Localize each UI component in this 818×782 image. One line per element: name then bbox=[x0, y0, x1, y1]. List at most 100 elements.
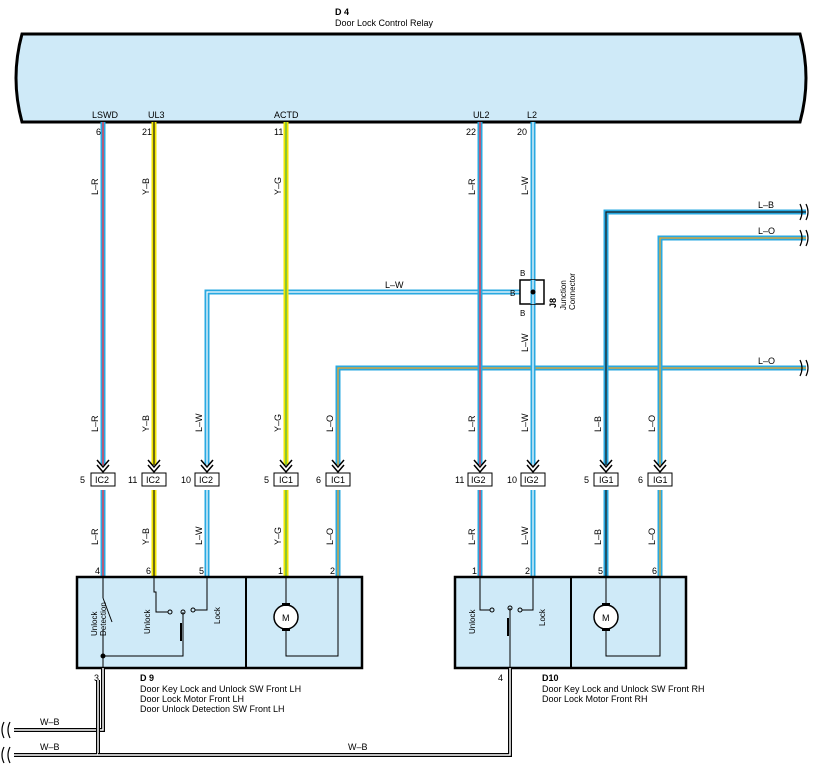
junction-id: J8 bbox=[548, 298, 558, 308]
connector-row: L–R IC2 5 L–R Y–B IC2 11 Y–B L–W IC2 10 … bbox=[80, 413, 673, 545]
d10-pin-3: 5 bbox=[598, 566, 603, 576]
wire-label-above-1: L–R bbox=[90, 415, 100, 432]
relay-pin-num-l2: 20 bbox=[517, 127, 527, 137]
relay-pin-num-lswd: 6 bbox=[96, 127, 101, 137]
wire-label-below-9: L–O bbox=[647, 528, 657, 545]
d10-desc-1: Door Key Lock and Unlock SW Front RH bbox=[542, 684, 705, 694]
conn-pin-8: 5 bbox=[584, 475, 589, 485]
d9-ground-pin: 3 bbox=[94, 673, 99, 683]
d9-sw-unlock-detection-1: Unlock bbox=[90, 611, 99, 636]
wire-label-below-5: L–O bbox=[325, 528, 335, 545]
d10-sw-lock: Lock bbox=[538, 608, 547, 626]
d9-sw-lock: Lock bbox=[213, 606, 222, 624]
d10-pin-1: 1 bbox=[472, 566, 477, 576]
conn-pin-7: 10 bbox=[507, 475, 517, 485]
ground-wire-label-1: W–B bbox=[40, 717, 60, 727]
d9-desc-3: Door Unlock Detection SW Front LH bbox=[140, 704, 285, 714]
wire-label-below-2: Y–B bbox=[141, 528, 151, 545]
wire-label-above-5: L–O bbox=[325, 415, 335, 432]
right-wire-label-lo-bottom: L–O bbox=[758, 356, 775, 366]
relay-pin-name-ul2: UL2 bbox=[473, 110, 490, 120]
conn-pin-6: 11 bbox=[455, 475, 464, 485]
d9-pin-4: 1 bbox=[278, 566, 283, 576]
wire-lw-ic2 bbox=[204, 289, 526, 578]
conn-pin-5: 6 bbox=[316, 475, 321, 485]
d10-desc-2: Door Lock Motor Front RH bbox=[542, 694, 648, 704]
d9-pin-3: 5 bbox=[199, 566, 204, 576]
wire-label-below-3: L–W bbox=[194, 526, 204, 545]
conn-pin-3: 10 bbox=[181, 475, 191, 485]
d9-motor-label: M bbox=[282, 613, 290, 623]
ground-wire-label-2: W–B bbox=[40, 742, 60, 752]
wire-label-l2-top: L–W bbox=[520, 176, 530, 195]
d9-sw-unlock: Unlock bbox=[143, 609, 152, 634]
wire-label-above-3: L–W bbox=[194, 413, 204, 432]
wire-lo-ig1 bbox=[657, 235, 806, 578]
d9-component bbox=[75, 575, 364, 670]
conn-pin-4: 5 bbox=[264, 475, 269, 485]
d9-desc-2: Door Lock Motor Front LH bbox=[140, 694, 244, 704]
d9-pin-1: 4 bbox=[95, 566, 100, 576]
wire-label-ul3-top: Y–B bbox=[141, 178, 151, 195]
conn-label-4: IC1 bbox=[279, 475, 293, 485]
conn-label-3: IC2 bbox=[199, 475, 213, 485]
d10-id: D10 bbox=[542, 673, 559, 683]
relay-id: D 4 bbox=[335, 7, 349, 17]
wire-lb-ig1 bbox=[603, 209, 806, 578]
relay-pin-num-ul3: 21 bbox=[142, 127, 152, 137]
relay-pin-name-lswd: LSWD bbox=[92, 110, 119, 120]
relay-pin-name-l2: L2 bbox=[527, 110, 537, 120]
ground-wire-label-3: W–B bbox=[348, 742, 368, 752]
d10-pin-2: 2 bbox=[525, 566, 530, 576]
junction-pin-left: B bbox=[510, 289, 515, 298]
junction-wire-label: L–W bbox=[385, 280, 404, 290]
wire-label-below-7: L–W bbox=[520, 526, 530, 545]
ground-wires bbox=[1, 668, 512, 764]
wire-label-ul2-top: L–R bbox=[467, 178, 477, 195]
wire-lo-ic1 bbox=[335, 365, 806, 578]
relay-pin-num-ul2: 22 bbox=[466, 127, 476, 137]
d10-motor-label: M bbox=[602, 613, 610, 623]
conn-label-6: IG2 bbox=[471, 475, 486, 485]
conn-pin-2: 11 bbox=[128, 475, 137, 485]
conn-label-5: IC1 bbox=[331, 475, 345, 485]
wire-label-below-6: L–R bbox=[467, 528, 477, 545]
conn-pin-1: 5 bbox=[80, 475, 85, 485]
d9-id: D 9 bbox=[140, 673, 154, 683]
conn-label-1: IC2 bbox=[95, 475, 109, 485]
relay-box bbox=[14, 32, 808, 124]
wire-label-above-2: Y–B bbox=[141, 415, 151, 432]
wire-label-above-4: Y–G bbox=[273, 414, 283, 432]
right-wire-label-lo-top: L–O bbox=[758, 226, 775, 236]
right-wire-label-lb: L–B bbox=[758, 200, 774, 210]
d9-pin-5: 2 bbox=[330, 566, 335, 576]
wire-label-lswd-top: L–R bbox=[90, 178, 100, 195]
wire-label-below-1: L–R bbox=[90, 528, 100, 545]
d9-desc-1: Door Key Lock and Unlock SW Front LH bbox=[140, 684, 301, 694]
relay-pin-name-actd: ACTD bbox=[274, 110, 299, 120]
relay-pin-name-ul3: UL3 bbox=[148, 110, 165, 120]
wire-label-above-9: L–O bbox=[647, 415, 657, 432]
conn-label-2: IC2 bbox=[146, 475, 160, 485]
wire-label-below-8: L–B bbox=[593, 529, 603, 545]
junction-pin-bottom: B bbox=[520, 309, 525, 318]
d10-ground-pin: 4 bbox=[498, 673, 503, 683]
wire-break-marks bbox=[799, 203, 809, 377]
wire-label-above-7: L–W bbox=[520, 413, 530, 432]
conn-label-9: IG1 bbox=[653, 475, 668, 485]
d9-pin-2: 6 bbox=[146, 566, 151, 576]
d10-component bbox=[453, 575, 688, 670]
relay-name: Door Lock Control Relay bbox=[335, 18, 434, 28]
conn-label-8: IG1 bbox=[599, 475, 614, 485]
conn-pin-9: 6 bbox=[638, 475, 643, 485]
wire-label-above-8: L–B bbox=[593, 416, 603, 432]
d10-pin-4: 6 bbox=[652, 566, 657, 576]
d10-sw-unlock: Unlock bbox=[468, 609, 477, 634]
d9-sw-unlock-detection-2: Detection bbox=[99, 602, 108, 636]
junction-name-1: Junction bbox=[559, 280, 568, 310]
conn-label-7: IG2 bbox=[524, 475, 539, 485]
relay-pin-num-actd: 11 bbox=[274, 127, 283, 137]
wire-label-actd-top: Y–G bbox=[273, 177, 283, 195]
wire-label-l2-mid: L–W bbox=[520, 333, 530, 352]
